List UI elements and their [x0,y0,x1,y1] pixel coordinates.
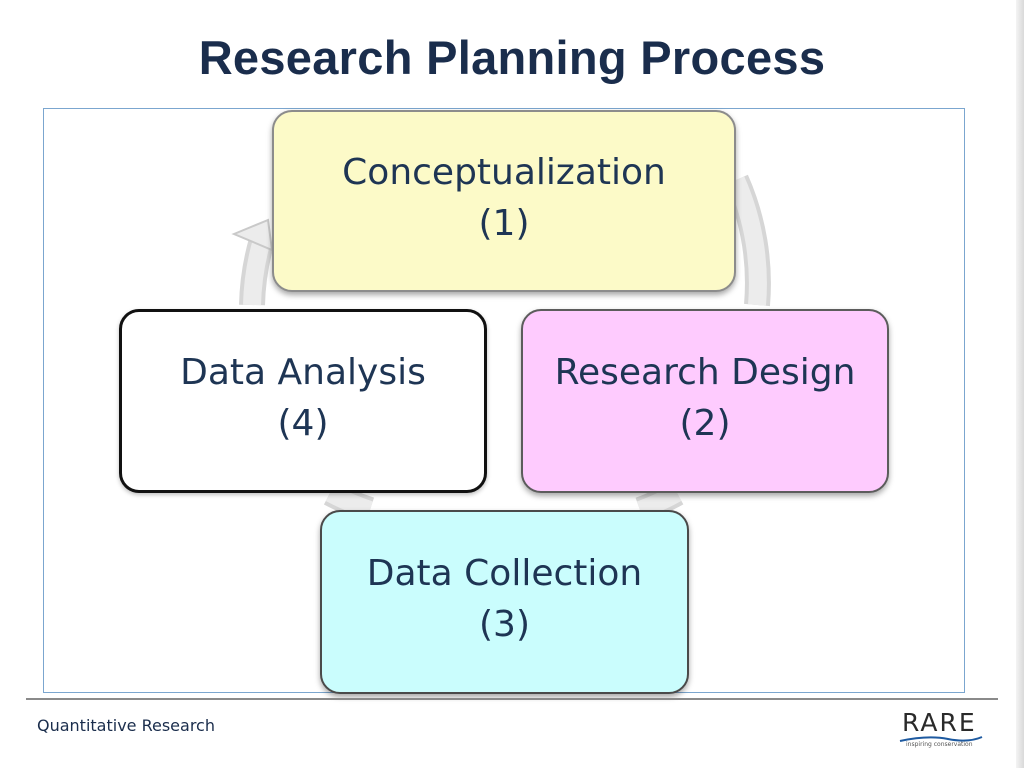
slide-title: Research Planning Process [198,31,826,84]
cycle-arrowhead [231,218,274,252]
stage-label: Conceptualization [342,151,666,193]
stage-data-collection: Data Collection (3) [320,510,689,694]
footer-text: Quantitative Research [37,716,215,735]
stage-conceptualization: Conceptualization (1) [272,110,736,292]
stage-label: Data Collection [366,552,643,594]
stage-label: Research Design [554,351,856,393]
slide-edge-shadow [1016,0,1024,768]
stage-number: (2) [679,402,731,444]
footer-divider [26,698,998,700]
stage-number: (4) [277,402,329,444]
logo-swoosh-icon [899,736,983,742]
stage-number: (3) [479,603,530,645]
stage-number: (1) [478,202,530,244]
logo-word: RARE [902,708,977,737]
stage-label: Data Analysis [180,351,426,393]
rare-logo: RARE inspiring conservation [896,706,988,756]
logo-tagline: inspiring conservation [906,741,973,748]
stage-data-analysis: Data Analysis (4) [119,309,487,493]
stage-research-design: Research Design (2) [521,309,889,493]
